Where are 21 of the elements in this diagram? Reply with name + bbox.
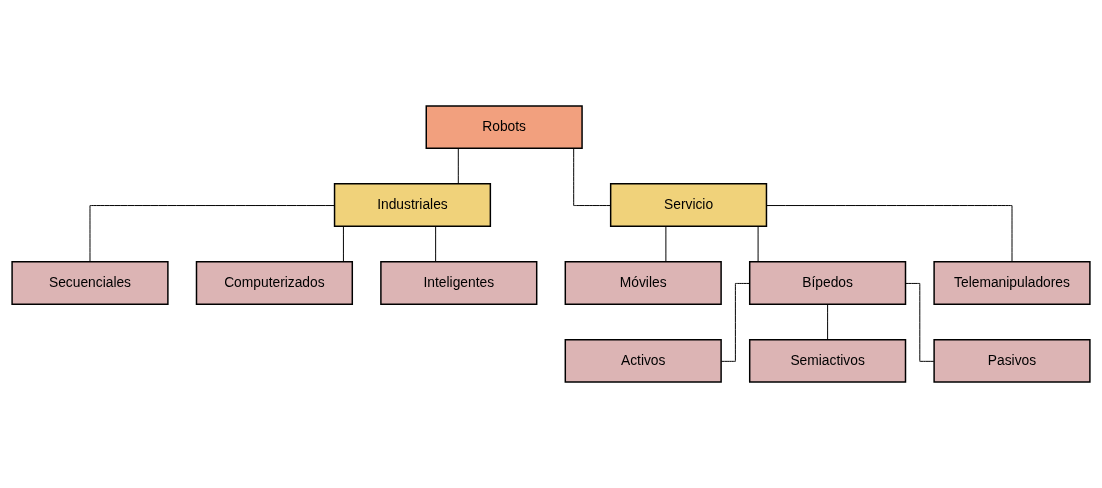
connector: [342, 225, 344, 263]
node-box: Bípedos: [748, 261, 907, 305]
connector: [665, 225, 667, 263]
connector: [766, 205, 1013, 262]
node-box: Semiactivos: [748, 338, 907, 383]
connector: [435, 225, 437, 263]
connector: [573, 148, 611, 207]
node-box: Computerizados: [195, 261, 354, 305]
connector: [457, 147, 459, 185]
node-box: Servicio: [609, 183, 768, 227]
connector: [827, 303, 829, 341]
node-box: Activos: [564, 338, 722, 383]
node-box: Pasivos: [933, 338, 1091, 383]
node-box: Secuenciales: [11, 261, 169, 305]
connector: [89, 205, 335, 262]
node-box: Inteligentes: [380, 261, 538, 305]
connector: [757, 225, 759, 263]
node-box: Industriales: [333, 183, 492, 227]
node-box: Telemanipuladores: [933, 261, 1091, 305]
node-box: Móviles: [564, 261, 722, 305]
node-box: Robots: [425, 105, 583, 150]
